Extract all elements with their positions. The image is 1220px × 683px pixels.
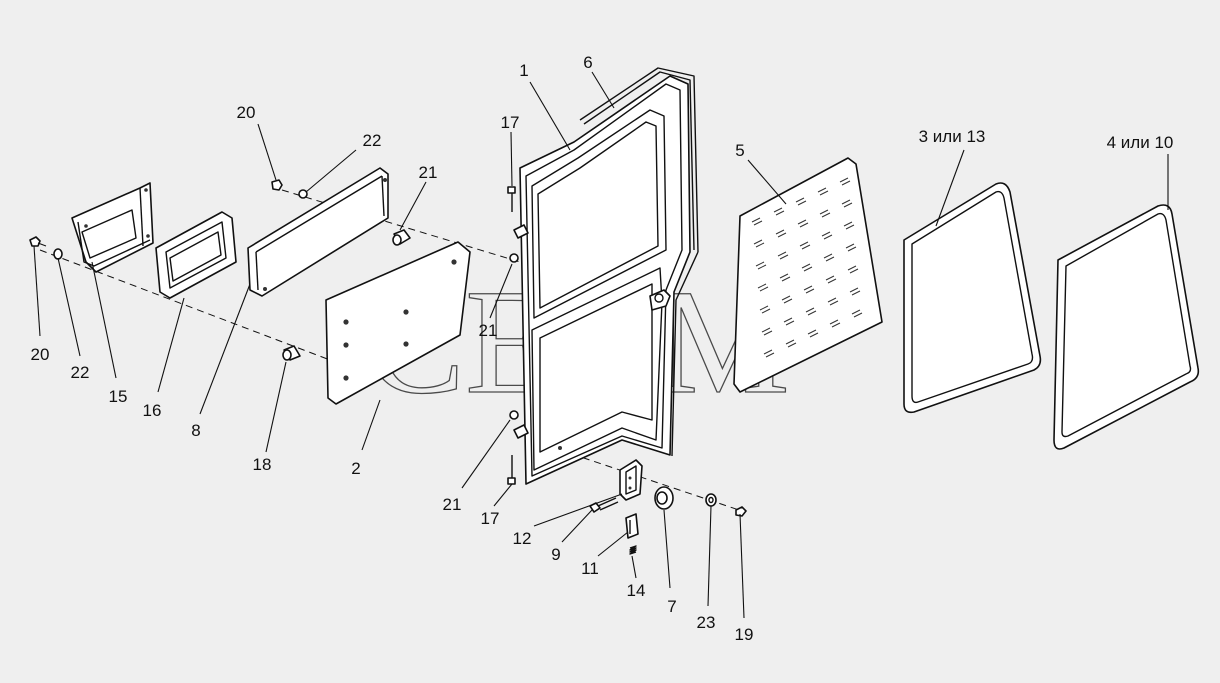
callout-21-upper: 21 — [419, 163, 438, 182]
latch-11 — [625, 513, 639, 539]
callout-4-or-10: 4 или 10 — [1107, 133, 1174, 152]
frame-16 — [155, 211, 237, 299]
seal-3-or-13 — [903, 182, 1042, 414]
bolt-17-lower — [507, 455, 516, 485]
glass-5 — [733, 157, 883, 393]
callout-21-mid: 21 — [479, 321, 498, 340]
callout-22-left: 22 — [71, 363, 90, 382]
callout-18: 18 — [253, 455, 272, 474]
callout-17-lower: 17 — [481, 509, 500, 528]
knob-7 — [654, 486, 674, 510]
callout-22-top: 22 — [363, 131, 382, 150]
callout-2: 2 — [351, 459, 360, 478]
assembly-axis-upper — [281, 189, 521, 263]
nut-21-lower — [509, 410, 519, 420]
callout-23: 23 — [697, 613, 716, 632]
bracket-15 — [71, 182, 154, 273]
leader-lines — [33, 71, 1169, 619]
callout-6: 6 — [583, 53, 592, 72]
callout-20-top: 20 — [237, 103, 256, 122]
assembly-axis-left — [39, 249, 331, 361]
nut-21-upper — [509, 253, 519, 263]
door-frame-1 — [513, 75, 691, 485]
washer-22-left — [53, 248, 63, 260]
spacer-21-upper — [392, 229, 411, 246]
callout-3-or-13: 3 или 13 — [919, 127, 986, 146]
spring-14 — [629, 545, 637, 555]
seal-4-or-10 — [1053, 204, 1200, 450]
lock-12 — [619, 459, 643, 501]
seal-6 — [579, 67, 699, 457]
bolt-17-upper — [507, 186, 516, 212]
callout-11: 11 — [581, 559, 599, 578]
callout-14: 14 — [627, 581, 646, 600]
washer-23 — [705, 493, 717, 507]
callout-20-left: 20 — [31, 345, 50, 364]
plate-2 — [325, 241, 471, 405]
callout-8: 8 — [191, 421, 200, 440]
bolt-20-left — [29, 236, 47, 247]
assembly-axis-lock — [559, 449, 746, 513]
callout-16: 16 — [143, 401, 162, 420]
callout-12: 12 — [513, 529, 532, 548]
callout-1: 1 — [519, 61, 528, 80]
callout-17-upper: 17 — [501, 113, 520, 132]
spacer-18 — [282, 345, 301, 361]
panel-8 — [247, 167, 389, 297]
callout-19: 19 — [735, 625, 754, 644]
callout-7: 7 — [667, 597, 676, 616]
washer-22-top — [298, 189, 308, 199]
callout-5: 5 — [735, 141, 744, 160]
screw-19 — [735, 506, 747, 517]
callout-21-lower: 21 — [443, 495, 462, 514]
callout-15: 15 — [109, 387, 128, 406]
screw-20-top — [271, 179, 283, 191]
callout-9: 9 — [551, 545, 560, 564]
